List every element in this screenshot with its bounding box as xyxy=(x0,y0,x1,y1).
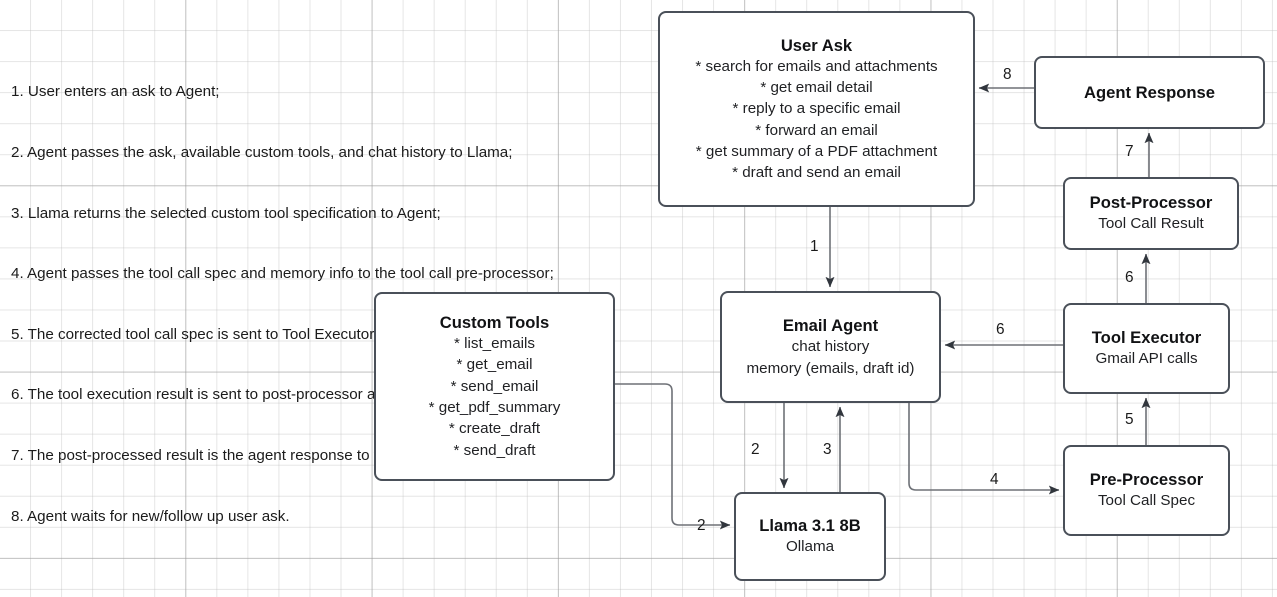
node-pre-processor-lines: Tool Call Spec xyxy=(1097,492,1196,510)
edge-4-path xyxy=(908,403,1060,495)
node-email-agent[interactable]: Email Agent chat history memory (emails,… xyxy=(720,291,941,403)
edge-label-5: 5 xyxy=(1125,411,1134,428)
edge-label-2a: 2 xyxy=(751,441,760,458)
node-tool-executor-lines: Gmail API calls xyxy=(1095,350,1198,368)
node-llama-lines: Ollama xyxy=(785,538,835,556)
node-post-processor[interactable]: Post-Processor Tool Call Result xyxy=(1063,177,1239,250)
node-llama[interactable]: Llama 3.1 8B Ollama xyxy=(734,492,886,581)
edge-label-2b: 2 xyxy=(697,517,706,534)
node-user-ask-lines: * search for emails and attachments * ge… xyxy=(695,57,938,182)
edge-label-6b: 6 xyxy=(996,321,1005,338)
node-llama-title: Llama 3.1 8B xyxy=(759,516,861,536)
legend-line-8: 8. Agent waits for new/follow up user as… xyxy=(11,507,290,525)
edge-label-8: 8 xyxy=(1003,66,1012,83)
legend-line-3: 3. Llama returns the selected custom too… xyxy=(11,204,441,222)
node-agent-response[interactable]: Agent Response xyxy=(1034,56,1265,129)
node-email-agent-lines: chat history memory (emails, draft id) xyxy=(746,338,915,377)
node-email-agent-title: Email Agent xyxy=(782,316,879,336)
edge-label-6a: 6 xyxy=(1125,269,1134,286)
node-tool-executor[interactable]: Tool Executor Gmail API calls xyxy=(1063,303,1230,394)
edge-label-3: 3 xyxy=(823,441,832,458)
node-user-ask[interactable]: User Ask * search for emails and attachm… xyxy=(658,11,975,207)
node-agent-response-title: Agent Response xyxy=(1084,83,1215,102)
node-custom-tools-title: Custom Tools xyxy=(439,313,550,333)
edge-label-1: 1 xyxy=(810,238,819,255)
node-tool-executor-title: Tool Executor xyxy=(1091,328,1202,348)
edge-label-7: 7 xyxy=(1125,143,1134,160)
legend-line-2: 2. Agent passes the ask, available custo… xyxy=(11,144,513,162)
node-post-processor-title: Post-Processor xyxy=(1089,193,1213,213)
node-pre-processor[interactable]: Pre-Processor Tool Call Spec xyxy=(1063,445,1230,536)
node-post-processor-lines: Tool Call Result xyxy=(1098,215,1204,233)
node-custom-tools[interactable]: Custom Tools * list_emails * get_email *… xyxy=(374,292,615,481)
legend-line-4: 4. Agent passes the tool call spec and m… xyxy=(11,265,554,283)
node-pre-processor-title: Pre-Processor xyxy=(1089,470,1204,490)
legend-line-1: 1. User enters an ask to Agent; xyxy=(11,83,220,101)
edge-label-4: 4 xyxy=(990,471,999,488)
node-custom-tools-lines: * list_emails * get_email * send_email *… xyxy=(428,335,561,459)
node-user-ask-title: User Ask xyxy=(780,35,853,55)
